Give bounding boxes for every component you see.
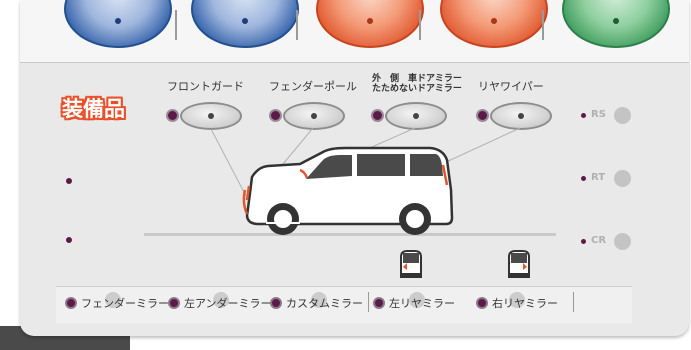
indicator-rear-wiper xyxy=(476,109,489,122)
toggle-fender-mirror-label: フェンダーミラー xyxy=(81,297,169,310)
part-label-rear-wiper: リヤワイパー xyxy=(478,80,544,93)
part-label-fender-pole: フェンダーポール xyxy=(269,80,357,93)
toggle-right-rear-mirror-label: 右リヤミラー xyxy=(492,297,558,310)
toggle-custom-mirror[interactable]: カスタムミラー xyxy=(270,292,370,312)
indicator-rs-lamp xyxy=(614,107,631,124)
bottom-separator-1 xyxy=(368,292,369,312)
left-rear-mirror-icon xyxy=(400,250,422,278)
left-indicator-2 xyxy=(66,237,72,243)
indicator-rt-lamp xyxy=(614,170,631,187)
ground-line xyxy=(144,233,556,236)
page-margin xyxy=(0,0,20,350)
knob-fender-pole[interactable] xyxy=(283,102,345,130)
left-indicator-1 xyxy=(66,178,72,184)
bottom-control-bar xyxy=(56,286,632,323)
knob-mirror[interactable] xyxy=(385,102,447,130)
indicator-fender-pole xyxy=(269,109,282,122)
part-label-mirror-line2: たためないドアミラー xyxy=(372,84,462,94)
right-rear-mirror-icon xyxy=(508,250,530,278)
part-label-front-guard: フロントガード xyxy=(167,80,244,93)
toggle-left-under-mirror[interactable]: 左アンダーミラー xyxy=(168,292,272,312)
toggle-custom-mirror-label: カスタムミラー xyxy=(286,297,363,310)
panel-title: 装備品 xyxy=(62,97,125,121)
toggle-right-rear-mirror[interactable]: 右リヤミラー xyxy=(476,292,576,312)
indicator-cr-label: CR xyxy=(591,235,607,246)
toggle-fender-mirror[interactable]: フェンダーミラー xyxy=(65,292,169,312)
indicator-rs-label: RS xyxy=(591,109,606,120)
bottom-separator-2 xyxy=(573,292,574,312)
indicator-cr-lamp xyxy=(614,233,631,250)
indicator-mirror xyxy=(371,109,384,122)
indicator-front-guard xyxy=(166,109,179,122)
top-knob-strip xyxy=(20,0,689,63)
part-label-mirror-line1: 外 側 車ドアミラー xyxy=(372,74,462,84)
toggle-left-under-mirror-label: 左アンダーミラー xyxy=(184,297,272,310)
indicator-rt-label: RT xyxy=(591,172,606,183)
knob-rear-wiper[interactable] xyxy=(490,102,552,130)
toggle-left-rear-mirror[interactable]: 左リヤミラー xyxy=(373,292,473,312)
toggle-left-rear-mirror-label: 左リヤミラー xyxy=(389,297,455,310)
part-label-mirror: 外 側 車ドアミラー たためないドアミラー xyxy=(372,74,462,94)
